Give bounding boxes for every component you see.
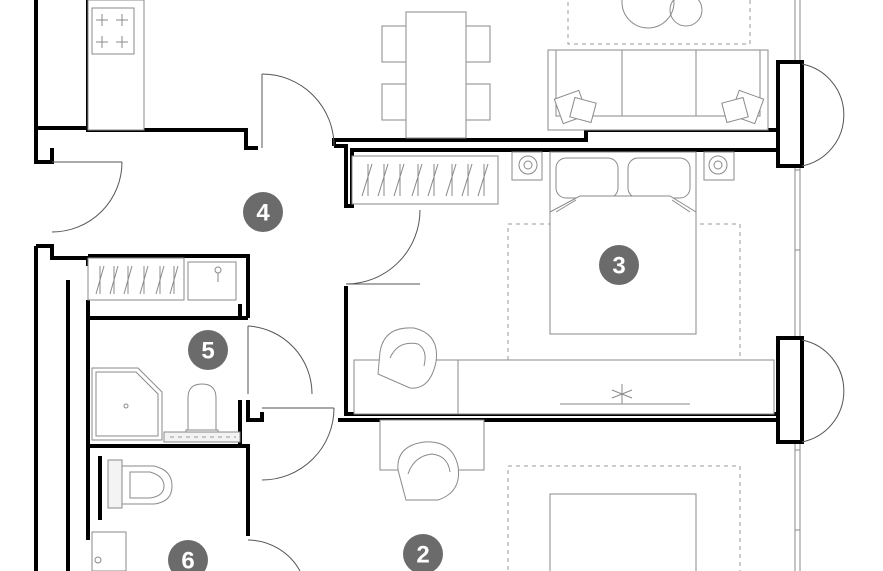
sofa-icon xyxy=(547,49,769,131)
room-number: 2 xyxy=(416,542,429,569)
armchair-icon xyxy=(377,327,438,389)
door-icon xyxy=(51,161,123,233)
room-badge-3: 3 xyxy=(599,245,639,285)
wardrobe-icon xyxy=(87,257,185,301)
kitchen-hob-icon xyxy=(87,0,145,131)
door-icon xyxy=(247,325,313,395)
bay-window-icon xyxy=(776,336,845,444)
shower-icon xyxy=(91,367,163,441)
room-badge-2: 2 xyxy=(403,534,443,571)
door-icon xyxy=(345,209,421,285)
room-number: 5 xyxy=(201,338,214,365)
room-badge-6: 6 xyxy=(168,540,208,571)
door-icon xyxy=(247,539,301,571)
room-badge-4: 4 xyxy=(243,192,283,232)
sink-icon xyxy=(91,531,127,571)
double-bed-icon xyxy=(507,151,741,361)
wardrobe-icon xyxy=(351,155,499,205)
door-icon xyxy=(261,407,335,481)
toilet-icon xyxy=(107,459,173,509)
bay-window-icon xyxy=(776,60,845,168)
room-number: 4 xyxy=(256,200,270,227)
room-badge-5: 5 xyxy=(188,330,228,370)
desk-icon xyxy=(353,359,775,415)
room-number: 6 xyxy=(181,548,194,571)
double-bed-icon xyxy=(549,493,697,571)
door-icon xyxy=(261,73,335,148)
room-number: 3 xyxy=(612,253,625,280)
armchair-icon xyxy=(397,441,460,501)
dining-table-icon xyxy=(381,11,491,139)
